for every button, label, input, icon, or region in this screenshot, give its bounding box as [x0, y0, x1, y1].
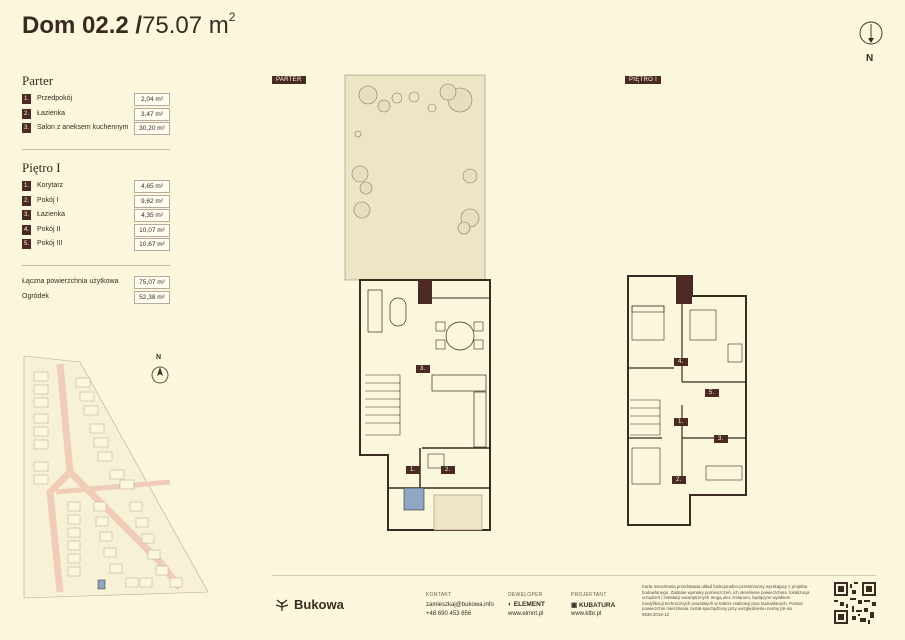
- room-name: Pokój III: [37, 240, 63, 247]
- site-map-compass-label: N: [156, 354, 162, 361]
- first-room-2-label: 2.: [672, 468, 686, 486]
- room-area: 9,62 m²: [134, 195, 170, 208]
- area-unit: m: [208, 12, 229, 39]
- footer-divider: [272, 575, 876, 576]
- room-area: 4,35 m²: [134, 209, 170, 222]
- deweloper-url-link[interactable]: www.elmnt.pl: [508, 611, 544, 617]
- ground-floor-plan: [344, 74, 491, 531]
- room-name: Pokój II: [37, 226, 61, 233]
- room-number: 3.: [22, 123, 31, 133]
- compass-label: N: [866, 53, 874, 64]
- first-room-1-label: 1.: [674, 410, 688, 428]
- pietro-plan-tag: PIĘTRO I: [625, 76, 662, 84]
- compass-north-icon: [859, 21, 883, 45]
- summary-area: 75,07 m²: [134, 276, 170, 289]
- summary-name: Ogródek: [22, 293, 49, 300]
- ground-room-2-label: 2.: [441, 458, 455, 476]
- page-title: Dom 02.2 /75.07 m2: [22, 10, 236, 40]
- parter-room-row: 2. Łazienka 3,47 m²: [22, 108, 170, 121]
- pietro-room-row: 5. Pokój III 10,67 m²: [22, 238, 170, 251]
- room-name: Salon z aneksem kuchennym: [37, 124, 129, 131]
- projektant-heading: PROJEKTANT: [571, 592, 607, 598]
- room-number: 1.: [22, 94, 31, 104]
- deweloper-name: ◐ ELEMENT: [508, 601, 545, 608]
- garden-area-row: Ogródek 52,38 m²: [22, 291, 170, 304]
- pietro-room-row: 4. Pokój II 10,07 m²: [22, 224, 170, 237]
- first-room-5-label: 5.: [705, 381, 719, 399]
- summary-name: Łączna powierzchnia użytkowa: [22, 278, 119, 285]
- room-name: Pokój I: [37, 197, 59, 204]
- pietro-room-row: 3. Łazienka 4,35 m²: [22, 209, 170, 222]
- qr-code-icon[interactable]: [834, 582, 876, 624]
- deweloper-heading: DEWELOPER: [508, 592, 543, 598]
- room-name: Łazienka: [37, 110, 66, 117]
- room-number: 2.: [22, 109, 31, 119]
- disclaimer-text: Karta mieszkania przedstawia układ funkc…: [642, 584, 810, 617]
- summary-area: 52,38 m²: [134, 291, 170, 304]
- contact-email-link[interactable]: zamieszkaj@bukowa.info: [426, 602, 494, 608]
- room-area: 10,67 m²: [134, 238, 170, 251]
- parter-room-row: 1. Przedpokój 2,04 m²: [22, 93, 170, 106]
- room-area: 3,47 m²: [134, 108, 170, 121]
- pietro-room-row: 1. Korytarz 4,65 m²: [22, 180, 170, 193]
- room-number: 3.: [22, 210, 31, 220]
- kontakt-heading: KONTAKT: [426, 592, 452, 598]
- ground-room-3-label: 3.: [416, 357, 430, 375]
- room-name: Przedpokój: [37, 95, 73, 102]
- parter-plan-tag: PARTER: [272, 76, 306, 84]
- house-area: 75.07: [142, 12, 203, 39]
- site-map: [23, 355, 209, 599]
- title-separator: /: [135, 12, 143, 39]
- total-area-row: Łączna powierzchnia użytkowa 75,07 m²: [22, 276, 170, 289]
- room-number: 4.: [22, 225, 31, 235]
- section-divider: [22, 265, 170, 266]
- room-number: 2.: [22, 196, 31, 206]
- site-map-compass-icon: [151, 366, 169, 384]
- bukowa-leaf-icon: [275, 599, 289, 611]
- parter-heading: Parter: [22, 73, 54, 88]
- house-name: Dom 02.2: [22, 12, 129, 39]
- first-room-4-label: 4.: [674, 350, 688, 368]
- room-name: Korytarz: [37, 182, 64, 189]
- first-room-3-label: 3.: [714, 427, 728, 445]
- section-divider: [22, 149, 170, 150]
- ground-room-1-label: 1.: [406, 458, 420, 476]
- room-number: 1.: [22, 181, 31, 191]
- projektant-name: ▣ KUBATURA: [571, 602, 616, 609]
- room-area: 2,04 m²: [134, 93, 170, 106]
- room-area: 10,07 m²: [134, 224, 170, 237]
- pietro-room-row: 2. Pokój I 9,62 m²: [22, 195, 170, 208]
- room-number: 5.: [22, 239, 31, 249]
- brand-name: Bukowa: [294, 597, 344, 612]
- parter-room-row: 3. Salon z aneksem kuchennym 30,20 m²: [22, 122, 170, 135]
- contact-phone-link[interactable]: +48 690 453 656: [426, 611, 472, 617]
- room-area: 4,65 m²: [134, 180, 170, 193]
- first-floor-plan: [627, 275, 747, 526]
- room-name: Łazienka: [37, 211, 66, 218]
- projektant-url-link[interactable]: www.ktbr.pl: [571, 611, 602, 617]
- room-area: 30,20 m²: [134, 122, 170, 135]
- area-unit-sup: 2: [228, 10, 236, 24]
- pietro-heading: Piętro I: [22, 160, 61, 175]
